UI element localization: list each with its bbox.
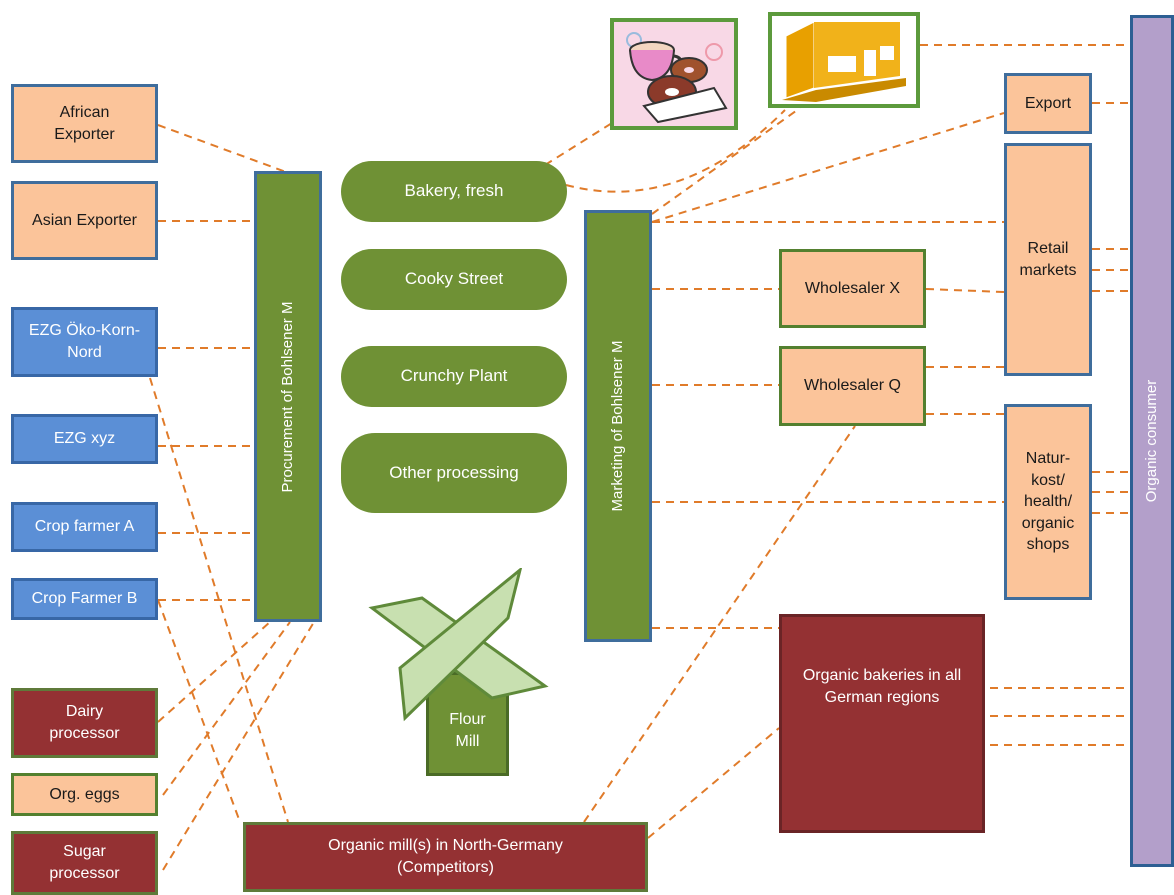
sugar-processor-label: Sugar processor [49,843,120,882]
wholesaler-q-box: Wholesaler Q [779,346,926,426]
procurement-box: Procurement of Bohlsener M [254,171,322,622]
export-label: Export [1024,94,1072,112]
windmill-icon [368,568,549,722]
ezg-xyz-label: EZG xyz [53,430,116,448]
organic-consumer-label: Organic consumer [1142,379,1160,503]
org-eggs-label: Org. eggs [49,785,120,803]
african-exporter-label: African Exporter [54,103,115,143]
african-exporter-box: African Exporter [11,84,158,163]
unit-cooky-street-label: Cooky Street [404,269,504,289]
flour-mill-label: Flour Mill [449,711,486,750]
unit-other-processing-label: Other processing [389,462,519,482]
asian-exporter-box: Asian Exporter [11,181,158,260]
marketing-label: Marketing of Bohlsener M [608,340,626,512]
naturkost-box: Natur- kost/ health/ organic shops [1004,404,1092,600]
ezg-xyz-box: EZG xyz [11,414,158,464]
naturkost-label: Natur- kost/ health/ organic shops [1021,450,1075,554]
asian-exporter-label: Asian Exporter [32,211,137,229]
crop-farmer-b-label: Crop Farmer B [31,590,138,608]
unit-other-processing: Other processing [341,433,567,513]
store-picture [768,12,920,108]
org-eggs-box: Org. eggs [11,773,158,816]
coffee-donut-icon [626,32,728,124]
wholesaler-x-box: Wholesaler X [779,249,926,328]
competitor-mill-label: Organic mill(s) in North-Germany (Compet… [328,837,563,876]
wholesaler-x-label: Wholesaler X [804,279,901,297]
crop-farmer-a-box: Crop farmer A [11,502,158,552]
retail-markets-label: Retail markets [1019,240,1077,279]
dairy-processor-label: Dairy processor [49,703,120,742]
organic-consumer-box: Organic consumer [1130,15,1174,867]
unit-cooky-street: Cooky Street [341,249,567,310]
unit-bakery-fresh-label: Bakery, fresh [404,181,504,201]
unit-crunchy-plant: Crunchy Plant [341,346,567,407]
organic-bakeries-label: Organic bakeries in all German regions [802,667,962,706]
unit-crunchy-plant-label: Crunchy Plant [400,366,508,386]
coffee-donut-picture [610,18,738,130]
wholesaler-q-label: Wholesaler Q [804,377,901,395]
dairy-processor-box: Dairy processor [11,688,158,758]
store-icon [782,21,906,102]
organic-bakeries-box: Organic bakeries in all German regions [779,614,985,833]
crop-farmer-a-label: Crop farmer A [34,518,135,536]
ezg-oeko-korn-label: EZG Öko-Korn- Nord [28,322,141,361]
competitor-mill-box: Organic mill(s) in North-Germany (Compet… [243,822,648,892]
export-box: Export [1004,73,1092,134]
unit-bakery-fresh: Bakery, fresh [341,161,567,222]
sugar-processor-box: Sugar processor [11,831,158,895]
marketing-box: Marketing of Bohlsener M [584,210,652,642]
crop-farmer-b-box: Crop Farmer B [11,578,158,620]
ezg-oeko-korn-box: EZG Öko-Korn- Nord [11,307,158,377]
retail-markets-box: Retail markets [1004,143,1092,376]
procurement-label: Procurement of Bohlsener M [278,301,296,492]
